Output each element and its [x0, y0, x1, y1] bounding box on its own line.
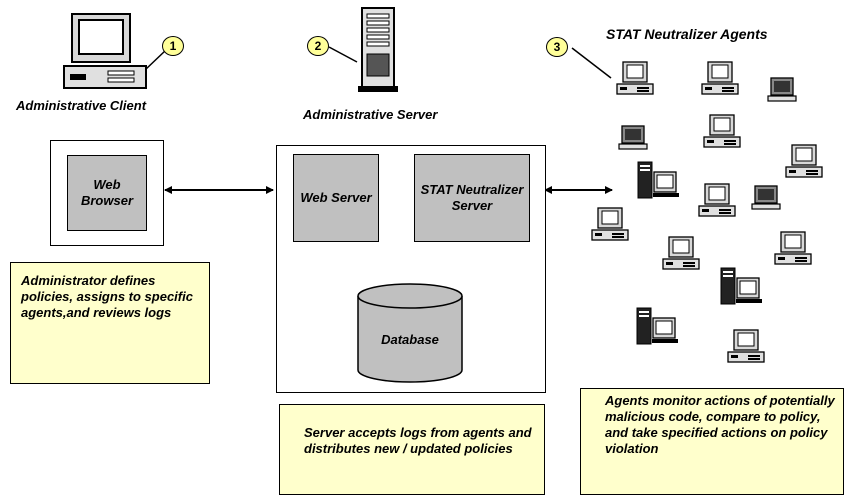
- agent-desktop-icon: [785, 144, 823, 178]
- agent-laptop-icon: [767, 77, 797, 102]
- server-number-badge: 2: [307, 36, 329, 56]
- client-title: Administrative Client: [16, 98, 147, 113]
- agent-tower-icon: [720, 267, 763, 305]
- tower-server-icon: [358, 7, 398, 92]
- agent-desktop-icon: [701, 61, 739, 95]
- agent-laptop-icon: [751, 185, 781, 210]
- stat-neutralizer-server-box: STAT Neutralizer Server: [414, 154, 530, 242]
- client-panel: Web Browser: [50, 140, 164, 246]
- agent-tower-icon: [637, 161, 680, 199]
- server-title: Administrative Server: [303, 107, 438, 122]
- client-number-badge: 1: [162, 36, 184, 56]
- administrative-server-tower: [355, 6, 401, 94]
- agents-note: Agents monitor actions of potentially ma…: [580, 388, 844, 495]
- administrative-client-computer: [62, 12, 152, 94]
- agent-desktop-icon: [703, 114, 741, 148]
- agent-desktop-icon: [591, 207, 629, 241]
- database-label: Database: [381, 332, 439, 347]
- agent-desktop-icon: [662, 236, 700, 270]
- agent-desktop-icon: [616, 61, 654, 95]
- agent-desktop-icon: [774, 231, 812, 265]
- agents-number-badge: 3: [546, 37, 568, 57]
- agent-desktop-icon: [698, 183, 736, 217]
- web-server-box: Web Server: [293, 154, 379, 242]
- agent-desktop-icon: [727, 329, 765, 363]
- desktop-computer-icon: [63, 13, 147, 89]
- web-browser-box: Web Browser: [67, 155, 147, 231]
- client-note: Administrator defines policies, assigns …: [10, 262, 210, 384]
- agents-title: STAT Neutralizer Agents: [606, 26, 768, 42]
- server-note: Server accepts logs from agents and dist…: [279, 404, 545, 495]
- agent-laptop-icon: [618, 125, 648, 150]
- agent-tower-icon: [636, 307, 679, 345]
